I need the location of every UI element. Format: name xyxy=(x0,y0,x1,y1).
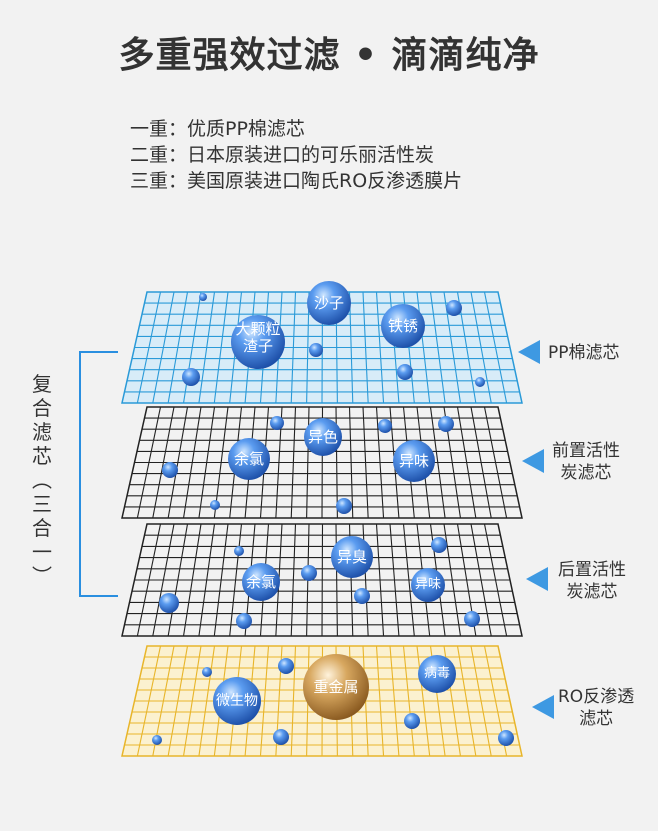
side-char: ︶ xyxy=(32,564,52,588)
label-line: 炭滤芯 xyxy=(560,463,612,483)
particle xyxy=(162,462,178,478)
layer-3-text: 三重：美国原装进口陶氏RO反渗透膜片 xyxy=(130,170,463,192)
particle xyxy=(301,565,317,581)
label-line: 炭滤芯 xyxy=(566,582,618,602)
composite-bracket xyxy=(79,351,118,597)
contaminant-chlorine: 余氯 xyxy=(245,573,277,591)
side-char: 复 xyxy=(32,372,52,396)
particle xyxy=(378,419,392,433)
particle xyxy=(228,438,270,480)
particle xyxy=(231,315,285,369)
particle xyxy=(411,568,445,602)
particle xyxy=(397,364,413,380)
particle xyxy=(354,588,370,604)
contaminant-heavy-metal: 重金属 xyxy=(313,678,359,696)
particle xyxy=(152,735,162,745)
particle xyxy=(418,655,456,693)
side-char: 合 xyxy=(32,516,52,540)
pp-filter-label: PP棉滤芯 xyxy=(548,342,620,364)
particle xyxy=(210,500,220,510)
contaminant-virus: 病毒 xyxy=(423,666,451,681)
contaminant-odor: 异味 xyxy=(398,452,430,470)
contaminant-particles xyxy=(152,281,514,746)
layer-2-text: 二重：日本原装进口的可乐丽活性炭 xyxy=(130,144,435,166)
post-carbon-filter-label: 后置活性 炭滤芯 xyxy=(558,559,626,603)
contaminant-large-particles: 大颗粒渣子 xyxy=(235,320,281,355)
label-line: PP棉滤芯 xyxy=(548,343,620,363)
particle xyxy=(199,293,207,301)
pre-carbon-filter-grid xyxy=(121,406,523,519)
side-char: 芯 xyxy=(32,444,52,468)
contaminant-sand: 沙子 xyxy=(313,294,345,312)
particle xyxy=(236,613,252,629)
particle xyxy=(498,730,514,746)
label-line: 前置活性 xyxy=(552,441,620,461)
particle xyxy=(202,667,212,677)
post-carbon-filter-grid xyxy=(121,523,523,637)
particle xyxy=(381,304,425,348)
label-line: 后置活性 xyxy=(558,560,626,580)
particle xyxy=(234,546,244,556)
particle xyxy=(304,418,342,456)
particle xyxy=(446,300,462,316)
particle xyxy=(464,611,480,627)
particle xyxy=(159,593,179,613)
layer-1-text: 一重：优质PP棉滤芯 xyxy=(130,118,305,140)
side-char: 一 xyxy=(32,540,52,564)
contaminant-microbes: 微生物 xyxy=(216,693,258,709)
side-char: 合 xyxy=(32,396,52,420)
pointer-arrow-icon xyxy=(532,695,554,719)
particle xyxy=(331,536,373,578)
side-char: 滤 xyxy=(32,420,52,444)
particle xyxy=(182,368,200,386)
pointer-arrow-icon xyxy=(526,567,548,591)
side-char: ︵ xyxy=(32,468,52,492)
pointer-arrow-icon xyxy=(522,449,544,473)
particle xyxy=(309,343,323,357)
pointer-arrow-icon xyxy=(518,340,540,364)
contaminant-color: 异色 xyxy=(307,428,339,446)
particle xyxy=(278,658,294,674)
particle xyxy=(393,440,435,482)
particle xyxy=(431,537,447,553)
contaminant-rust: 铁锈 xyxy=(387,317,419,335)
page-title: 多重强效过滤 • 滴滴纯净 xyxy=(118,35,540,76)
pre-carbon-filter-label: 前置活性 炭滤芯 xyxy=(552,440,620,484)
label-line: RO反渗透 xyxy=(558,687,635,707)
contaminant-smell: 异臭 xyxy=(336,548,368,566)
particle xyxy=(404,713,420,729)
particle xyxy=(307,281,351,325)
filter-layer-list: 一重：优质PP棉滤芯 二重：日本原装进口的可乐丽活性炭 三重：美国原装进口陶氏R… xyxy=(130,116,462,194)
particle xyxy=(438,416,454,432)
composite-filter-label: 复 合 滤 芯 ︵ 三 合 一 ︶ xyxy=(30,372,54,588)
particle xyxy=(213,677,261,725)
ro-filter-label: RO反渗透 滤芯 xyxy=(558,686,634,730)
particle xyxy=(242,563,280,601)
contaminant-odor: 异味 xyxy=(414,577,442,592)
particle xyxy=(273,729,289,745)
particle xyxy=(270,416,284,430)
particle xyxy=(336,498,352,514)
heavy-metal-particle xyxy=(303,654,369,720)
contaminant-chlorine: 余氯 xyxy=(233,450,265,468)
side-char: 三 xyxy=(32,492,52,516)
particle xyxy=(475,377,485,387)
label-line: 滤芯 xyxy=(579,709,614,729)
